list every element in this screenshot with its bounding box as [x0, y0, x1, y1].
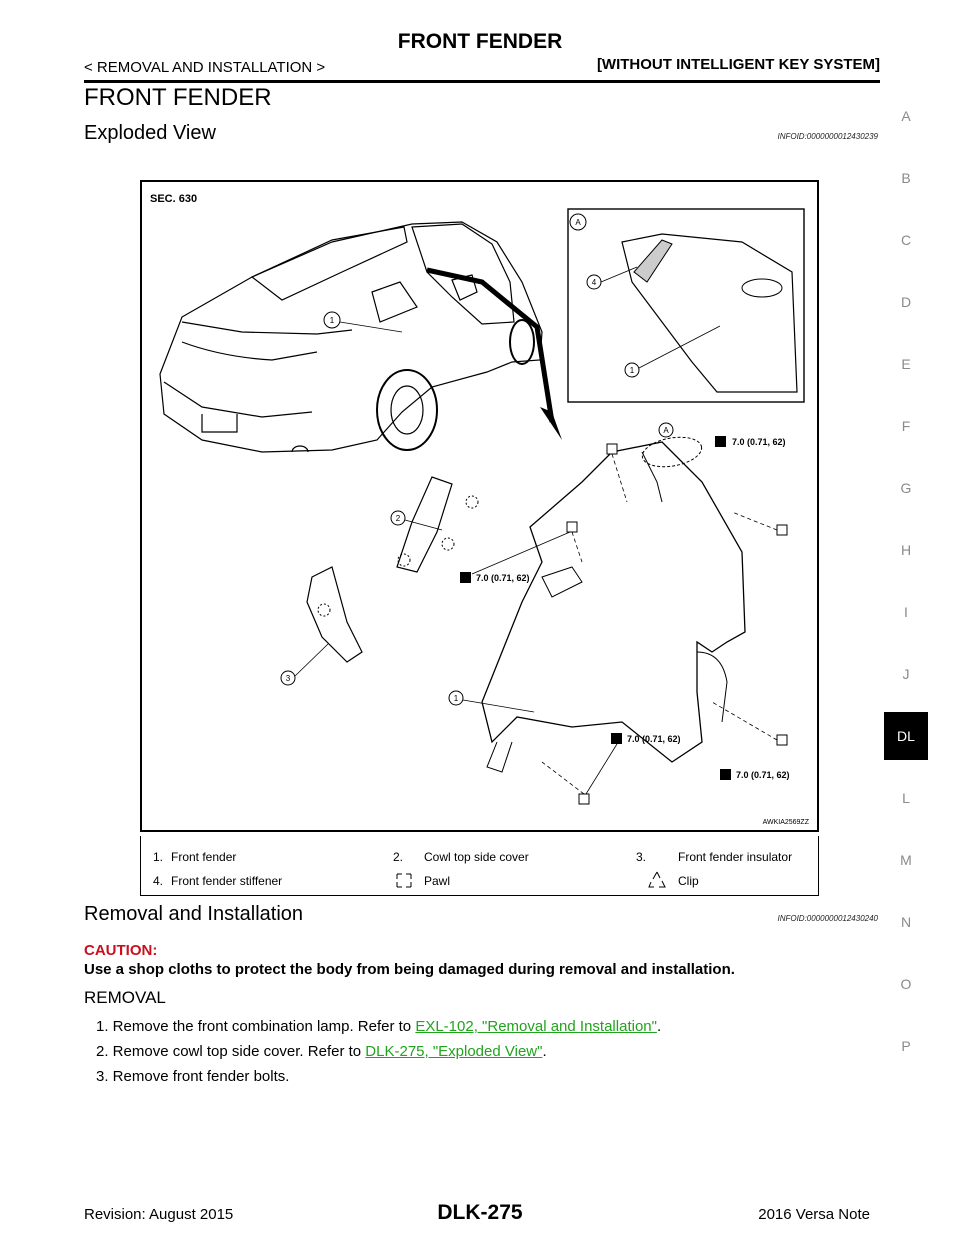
link-exl-102[interactable]: EXL-102, "Removal and Installation" [415, 1018, 657, 1035]
exploded-view-figure: SEC. 630 1 A [140, 180, 819, 832]
running-header-title: FRONT FENDER [397, 30, 563, 53]
torque-label-2: 7.0 (0.71, 62) [460, 531, 571, 583]
sidebar-letter-i[interactable]: I [904, 604, 908, 620]
exploded-view-infoid: INFOID:0000000012430239 [777, 132, 878, 141]
removal-step-2: 2. Remove cowl top side cover. Refer to … [96, 1043, 547, 1060]
svg-text:A: A [575, 218, 581, 227]
caution-text: Use a shop cloths to protect the body fr… [84, 961, 735, 978]
sidebar-letter-a[interactable]: A [901, 108, 911, 124]
sidebar-letter-g[interactable]: G [900, 480, 912, 496]
step-2-text: 2. Remove cowl top side cover. Refer to [96, 1043, 366, 1060]
sidebar-tab-dl[interactable]: DL [884, 712, 928, 760]
sidebar-letter-h[interactable]: H [900, 542, 912, 558]
sidebar-letter-e[interactable]: E [901, 356, 911, 372]
step-1-text: 1. Remove the front combination lamp. Re… [96, 1018, 416, 1035]
sidebar-letter-p[interactable]: P [901, 1038, 911, 1054]
legend-num-4: 4. [153, 874, 164, 888]
figure-id: AWKIA2569ZZ [763, 819, 810, 826]
sidebar-letter-n[interactable]: N [900, 914, 912, 930]
footer-revision: Revision: August 2015 [84, 1206, 234, 1223]
step-2-suffix: . [542, 1043, 547, 1060]
header-divider [84, 80, 880, 83]
exploded-view-heading: Exploded View [84, 122, 216, 144]
running-header-variant: [WITHOUT INTELLIGENT KEY SYSTEM] [596, 56, 880, 73]
figure-legend: 1. Front fender 2. Cowl top side cover 3… [140, 836, 819, 896]
clip-icon [648, 871, 666, 888]
detail-view-a-marker: A [569, 213, 587, 231]
svg-text:7.0 (0.71, 62): 7.0 (0.71, 62) [732, 437, 786, 447]
front-fender-diagram: SEC. 630 1 A [150, 193, 810, 826]
svg-text:2: 2 [396, 514, 401, 523]
legend-label-pawl: Pawl [424, 874, 451, 888]
sidebar-letter-b[interactable]: B [901, 170, 911, 186]
svg-text:1: 1 [630, 366, 635, 375]
page-title: FRONT FENDER [84, 84, 272, 111]
callout-1-fender: 1 [448, 690, 535, 713]
legend-label-1: Front fender [171, 850, 237, 864]
removal-subheading: REMOVAL [84, 988, 166, 1007]
legend-num-2: 2. [393, 850, 404, 864]
svg-text:1: 1 [454, 694, 459, 703]
legend-label-2: Cowl top side cover [424, 850, 529, 864]
legend-num-3: 3. [636, 850, 647, 864]
svg-text:3: 3 [286, 674, 291, 683]
detail-view-a [567, 208, 805, 403]
detail-callout-4: 4 [586, 266, 638, 290]
callout-3: 3 [280, 643, 329, 686]
svg-text:7.0 (0.71, 62): 7.0 (0.71, 62) [627, 734, 681, 744]
sidebar-letter-j[interactable]: J [902, 666, 910, 682]
step-1-suffix: . [656, 1018, 662, 1035]
svg-text:7.0 (0.71, 62): 7.0 (0.71, 62) [736, 770, 790, 780]
sidebar-letter-l[interactable]: L [902, 790, 910, 806]
section-label: SEC. 630 [150, 193, 197, 205]
torque-label-4: 7.0 (0.71, 62) [720, 769, 790, 780]
removal-installation-infoid: INFOID:0000000012430240 [777, 914, 878, 923]
torque-label-1: 7.0 (0.71, 62) [715, 436, 786, 447]
svg-text:4: 4 [592, 278, 597, 287]
detail-callout-1: 1 [624, 325, 721, 378]
sidebar-letter-m[interactable]: M [900, 852, 912, 868]
footer-model: 2016 Versa Note [758, 1206, 870, 1223]
vehicle-illustration [159, 221, 543, 453]
callout-2: 2 [390, 510, 443, 531]
torque-label-3: 7.0 (0.71, 62) [585, 733, 681, 795]
caution-heading: CAUTION: [84, 942, 158, 959]
view-arrow-head [540, 407, 562, 440]
legend-label-clip: Clip [678, 874, 699, 888]
removal-step-1: 1. Remove the front combination lamp. Re… [96, 1018, 661, 1035]
sidebar-letter-f[interactable]: F [901, 418, 911, 434]
sidebar-letter-c[interactable]: C [900, 232, 912, 248]
legend-label-4: Front fender stiffener [171, 874, 283, 888]
link-dlk-275[interactable]: DLK-275, "Exploded View" [365, 1043, 543, 1060]
footer-page-number: DLK-275 [437, 1201, 523, 1224]
legend-num-1: 1. [153, 850, 164, 864]
pawl-icon [396, 873, 412, 888]
removal-installation-heading: Removal and Installation [84, 903, 304, 925]
running-header-section: < REMOVAL AND INSTALLATION > [84, 59, 326, 76]
callout-1-top: 1 [323, 311, 403, 333]
svg-text:A: A [663, 426, 669, 435]
sidebar-letter-o[interactable]: O [900, 976, 912, 992]
fender-marker-a: A [658, 422, 674, 438]
svg-text:7.0 (0.71, 62): 7.0 (0.71, 62) [476, 573, 530, 583]
removal-step-3: 3. Remove front fender bolts. [96, 1068, 289, 1085]
svg-text:1: 1 [330, 316, 335, 325]
step-3-text: 3. Remove front fender bolts. [96, 1068, 290, 1085]
view-arrow [426, 267, 555, 423]
sidebar-letter-d[interactable]: D [900, 294, 912, 310]
legend-label-3: Front fender insulator [678, 850, 793, 864]
